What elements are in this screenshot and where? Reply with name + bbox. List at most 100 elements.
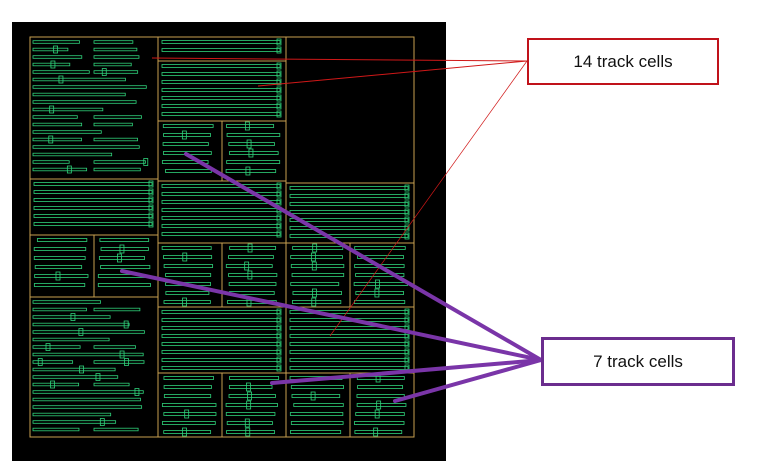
metal-wire <box>32 92 126 97</box>
metal-wire <box>98 256 145 260</box>
via-contact <box>373 427 379 437</box>
via-contact <box>48 135 54 144</box>
via-contact <box>247 243 253 253</box>
metal-wire <box>32 397 141 402</box>
via-contact <box>276 102 282 110</box>
metal-wire <box>32 390 144 394</box>
via-contact <box>404 216 410 224</box>
metal-wire <box>32 122 83 127</box>
metal-wire <box>32 107 104 112</box>
cell-boundary <box>29 178 159 236</box>
via-contact <box>276 198 282 206</box>
via-contact <box>404 208 410 216</box>
metal-wire <box>289 310 409 314</box>
via-contact <box>143 158 149 166</box>
layout-block-outline <box>29 36 415 438</box>
metal-wire <box>289 326 409 330</box>
metal-wire <box>354 246 406 250</box>
metal-wire <box>32 152 113 157</box>
metal-wire <box>356 394 405 398</box>
via-contact <box>148 220 154 228</box>
metal-wire <box>33 283 86 287</box>
metal-wire <box>34 274 89 278</box>
metal-wire <box>32 115 78 119</box>
metal-wire <box>290 264 345 268</box>
metal-wire <box>99 238 150 242</box>
metal-wire <box>32 47 69 52</box>
metal-wire <box>36 238 88 242</box>
metal-wire <box>289 210 409 214</box>
metal-wire <box>225 412 276 416</box>
metal-wire <box>33 206 153 210</box>
metal-wire <box>93 40 134 44</box>
via-contact <box>374 288 380 298</box>
metal-wire <box>290 255 343 259</box>
metal-wire <box>93 360 145 364</box>
metal-wire <box>33 198 153 202</box>
metal-wire <box>161 80 281 84</box>
metal-wire <box>33 190 153 194</box>
via-contact <box>134 388 140 396</box>
metal-wire <box>165 169 212 173</box>
via-contact <box>246 139 252 149</box>
via-contact <box>244 261 250 271</box>
metal-wire <box>33 247 87 251</box>
metal-wire <box>32 427 80 432</box>
via-contact <box>119 244 125 254</box>
metal-wire <box>289 366 409 370</box>
via-contact <box>404 340 410 348</box>
metal-wire <box>290 421 344 425</box>
metal-wire <box>100 247 149 251</box>
metal-wire <box>93 307 141 312</box>
via-contact <box>50 60 56 69</box>
via-contact <box>276 308 282 316</box>
via-contact <box>276 182 282 190</box>
metal-wire <box>32 130 102 134</box>
metal-wire <box>161 104 281 108</box>
metal-wire <box>32 412 112 417</box>
cell-boundary <box>157 242 223 308</box>
metal-wire <box>32 85 147 89</box>
metal-wire <box>33 214 153 218</box>
callout-7-line <box>393 358 543 403</box>
metal-wire <box>32 307 87 312</box>
metal-wire <box>32 55 83 59</box>
via-contact <box>311 288 317 298</box>
metal-wire <box>226 133 281 137</box>
via-contact <box>246 400 252 410</box>
cell-boundary <box>349 372 415 438</box>
metal-wire <box>163 300 211 304</box>
metal-wire <box>225 403 278 407</box>
metal-wire <box>32 77 126 82</box>
metal-wire <box>32 330 145 334</box>
metal-wire <box>229 246 277 250</box>
metal-wire <box>161 184 281 188</box>
metal-wire <box>93 55 140 59</box>
metal-wire <box>161 403 217 407</box>
metal-wire <box>32 405 143 409</box>
metal-wire <box>290 385 344 389</box>
via-contact <box>58 75 64 84</box>
via-contact <box>312 243 318 253</box>
cell-boundary <box>157 60 287 122</box>
via-contact <box>124 358 129 366</box>
via-contact <box>119 350 125 359</box>
metal-wire <box>163 385 212 389</box>
via-contact <box>117 253 122 263</box>
metal-wire <box>161 342 281 346</box>
via-contact <box>276 222 282 230</box>
metal-wire <box>32 382 80 387</box>
metal-wire <box>228 273 278 277</box>
metal-wire <box>32 322 130 327</box>
via-contact <box>276 332 282 340</box>
metal-wire <box>32 40 80 44</box>
metal-wire <box>291 300 342 304</box>
metal-wire <box>228 394 276 398</box>
via-contact <box>244 418 250 428</box>
via-contact <box>276 324 282 332</box>
metal-wire <box>357 255 404 259</box>
via-contact <box>148 212 154 220</box>
label-14-track-cells: 14 track cells <box>527 38 719 85</box>
metal-wire <box>289 186 409 190</box>
